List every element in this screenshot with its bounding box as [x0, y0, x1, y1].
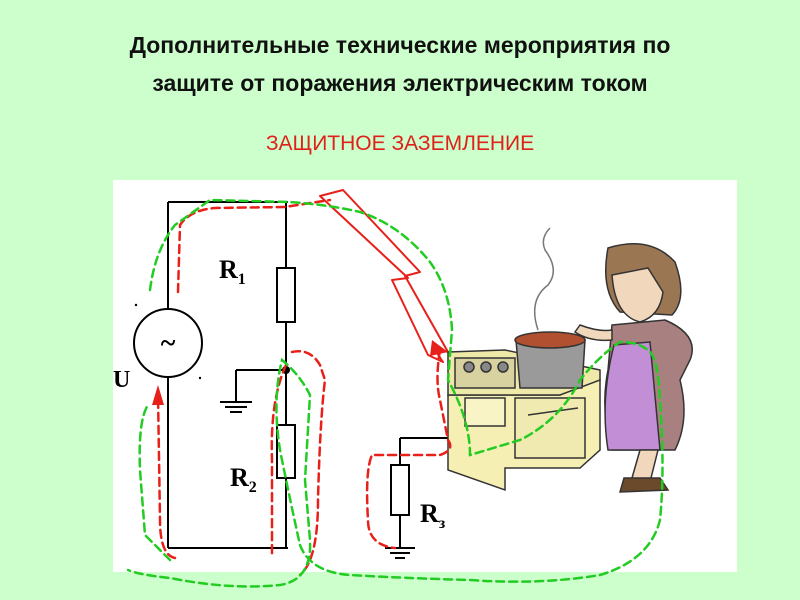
- source-terminal-dot: [198, 376, 202, 380]
- green-current-path: [126, 198, 664, 588]
- resistor-label-r3: Rз: [420, 499, 446, 532]
- red-current-path: [156, 198, 452, 577]
- ground-symbol-1: [220, 401, 252, 413]
- source-terminal-dot: [134, 303, 138, 307]
- slide-title-line1: Дополнительные технические мероприятия п…: [129, 32, 671, 58]
- arrow-head-icon: [430, 340, 448, 356]
- resistor-label-r1: R1: [219, 255, 246, 288]
- voltage-label: U: [113, 367, 130, 393]
- circuit-wires: [167, 201, 472, 549]
- ground-symbol-2: [385, 547, 415, 559]
- resistor-r1: [276, 267, 296, 323]
- pot-icon: [514, 227, 586, 389]
- arrow-head-icon: [152, 385, 164, 405]
- lightning-bolt-icon: [319, 189, 449, 363]
- resistor-r3: [390, 464, 410, 516]
- ac-source-icon: [133, 308, 203, 378]
- woman-figure-icon: [573, 243, 693, 493]
- ac-source-symbol: ~: [161, 328, 176, 359]
- resistor-label-r2: R2: [230, 463, 257, 496]
- slide-subtitle: ЗАЩИТНОЕ ЗАЗЕМЛЕНИЕ: [265, 132, 535, 155]
- slide-title-line2: защите от поражения электрическим током: [152, 70, 648, 96]
- slide-title: Дополнительные технические мероприятия п…: [0, 26, 800, 102]
- resistor-r2: [276, 424, 296, 479]
